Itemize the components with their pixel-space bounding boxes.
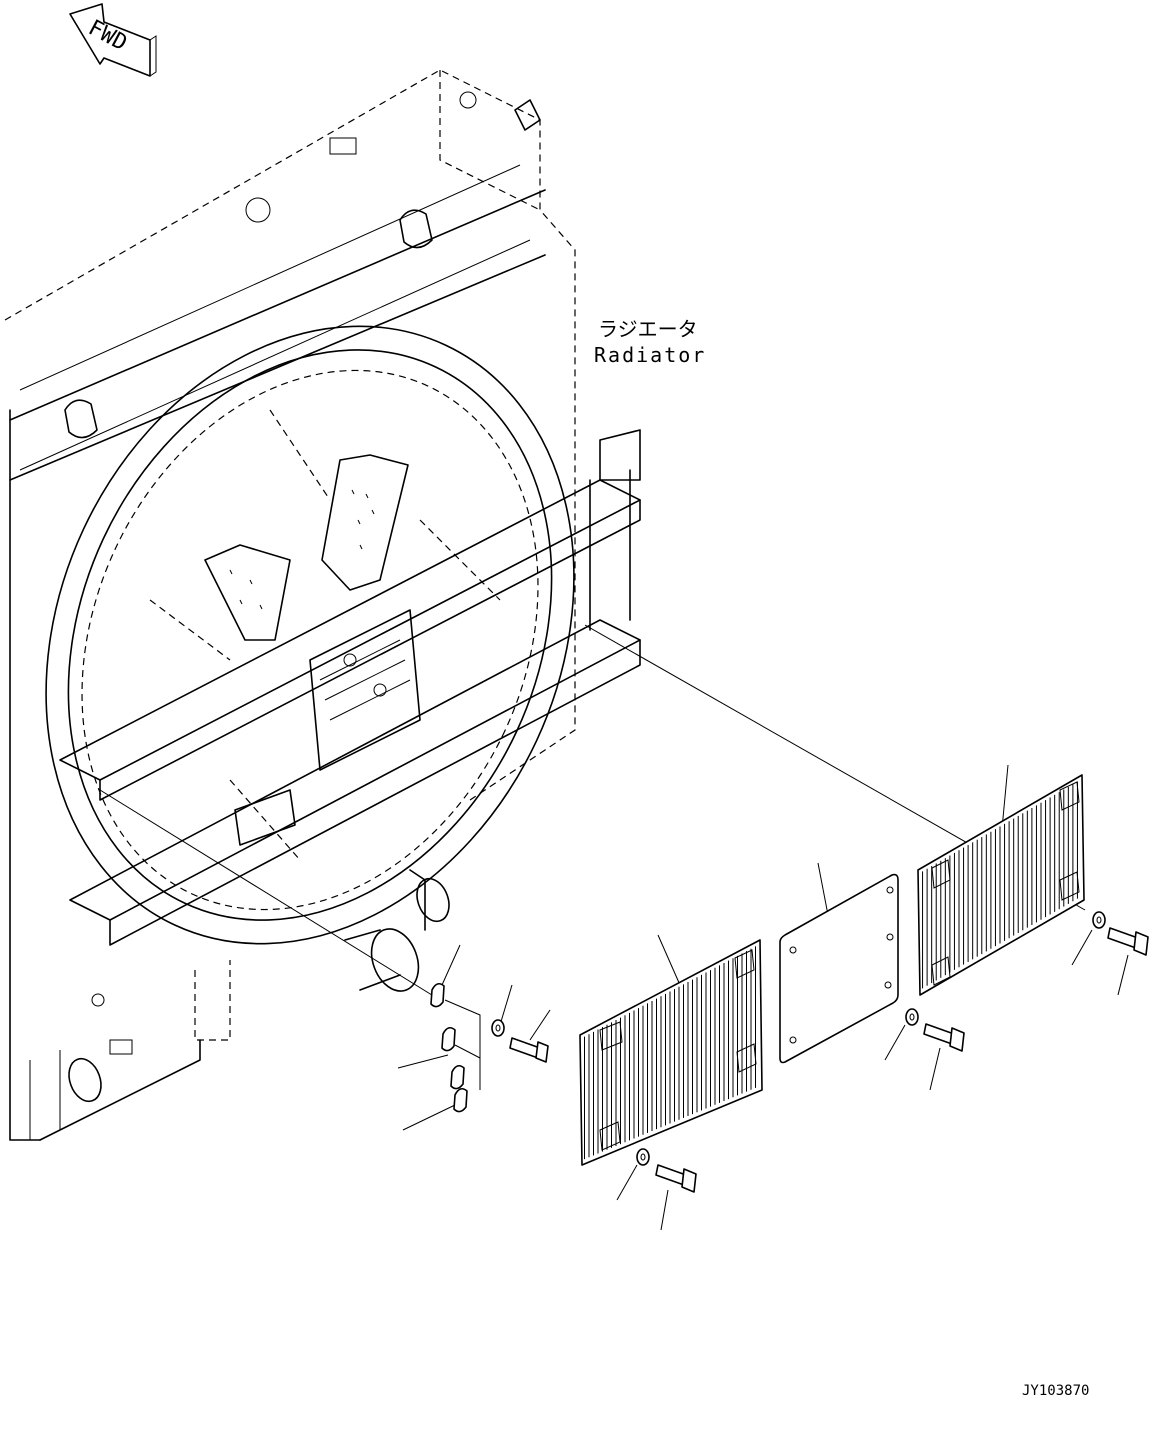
washer	[491, 911, 1106, 1166]
right-grille-guard	[917, 774, 1085, 996]
fwd-arrow-icon: FWD	[69, 3, 157, 77]
fan-blades	[149, 409, 501, 861]
radiator-label-jp: ラジエータ	[598, 317, 698, 341]
bolt	[509, 927, 1149, 1193]
radiator-label: ラジエータ Radiator	[594, 317, 706, 367]
radiator-body	[4, 69, 576, 1141]
clamp	[430, 982, 481, 1113]
lower-pipes	[68, 869, 450, 1103]
center-cover-plate	[779, 873, 899, 1064]
drawing-number: JY103870	[1022, 1383, 1089, 1399]
fan-shroud	[45, 325, 575, 945]
frame-bars	[59, 429, 641, 946]
left-grille-guard	[579, 939, 763, 1166]
radiator-label-en: Radiator	[594, 343, 706, 367]
valve-block	[234, 609, 421, 846]
